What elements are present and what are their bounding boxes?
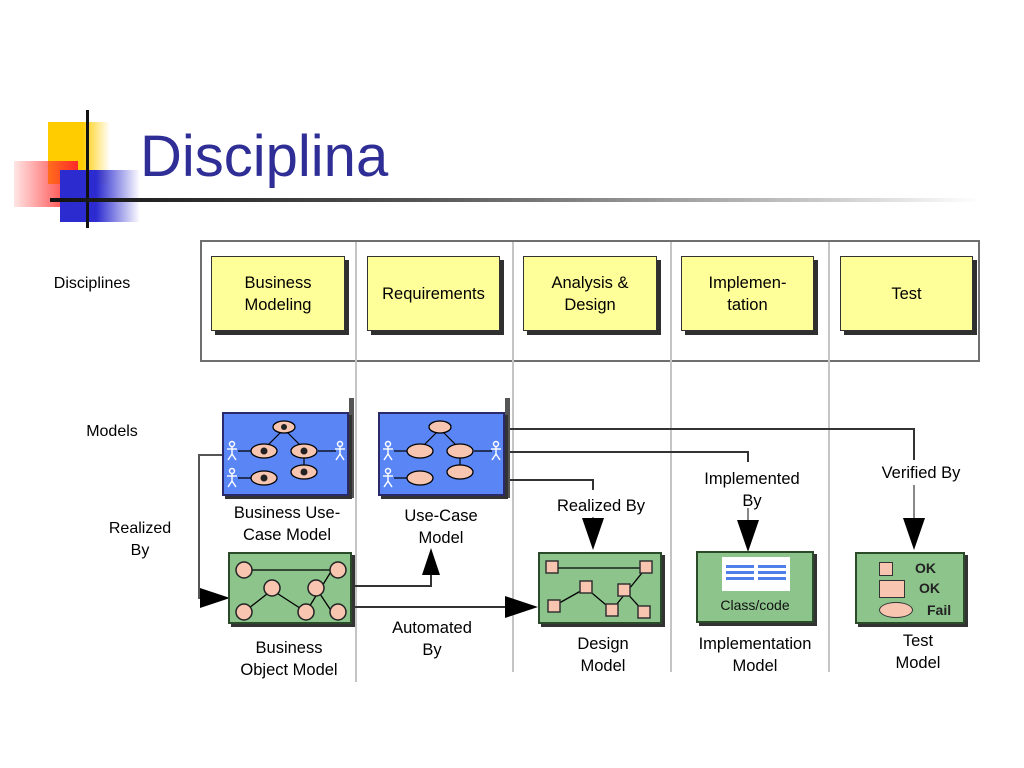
- test-model-diagram: OK OK Fail: [855, 552, 965, 624]
- business-object-model-diagram: [228, 552, 352, 624]
- design-model-caption: Design Model: [577, 635, 629, 675]
- design-model-diagram: [538, 552, 662, 624]
- connector-ucm-to-impl: [510, 451, 749, 462]
- title-decoration-vline: [86, 110, 89, 228]
- column-separator: [355, 242, 357, 682]
- row-label-disciplines: Disciplines: [53, 275, 131, 292]
- discipline-implementation: Implemen- tation: [681, 256, 814, 331]
- edge-label-implemented-by: Implemented By: [704, 470, 800, 510]
- edge-label-verified-by: Verified By: [862, 462, 980, 484]
- use-case-glyphs: [383, 420, 501, 488]
- use-case-glyphs: [227, 420, 345, 488]
- test-case-small-icon: [879, 562, 893, 576]
- discipline-analysis-design: Analysis & Design: [523, 256, 657, 331]
- column-separator: [670, 242, 672, 672]
- discipline-test: Test: [840, 256, 973, 331]
- title-decoration-blue: [60, 170, 140, 222]
- discipline-business-modeling: Business Modeling: [211, 256, 345, 331]
- code-card: [722, 557, 790, 591]
- business-object-model-caption: Business Object Model: [240, 639, 338, 679]
- use-case-model-caption: Use-Case Model: [404, 507, 478, 547]
- arrowhead: [422, 548, 440, 575]
- business-use-case-model-caption: Business Use- Case Model: [233, 504, 341, 544]
- test-result: OK: [919, 580, 940, 596]
- business-use-case-model-diagram: [222, 412, 349, 496]
- test-result: OK: [915, 560, 936, 576]
- slide-title: Disciplina: [140, 124, 389, 189]
- code-lines-icon: [726, 565, 786, 580]
- test-model-caption: Test Model: [895, 632, 941, 672]
- row-label-realized-by: Realized By: [108, 520, 172, 559]
- column-separator: [512, 242, 514, 672]
- arrowhead: [903, 518, 925, 550]
- test-case-large-icon: [879, 580, 905, 598]
- object-glyphs: [235, 561, 347, 621]
- connector-bom-to-ucm: [352, 560, 432, 587]
- arrowhead: [737, 520, 759, 552]
- row-label-models: Models: [86, 423, 138, 440]
- disciplines-frame: [200, 240, 980, 362]
- implementation-model-caption: Implementation Model: [698, 635, 812, 675]
- column-separator: [828, 242, 830, 672]
- discipline-requirements: Requirements: [367, 256, 500, 331]
- arrowhead: [505, 596, 538, 618]
- connector-ucm-to-test: [510, 428, 915, 460]
- use-case-model-diagram: [378, 412, 505, 496]
- edge-label-automated-by: Automated By: [392, 619, 472, 659]
- connector-ucm-to-design: [510, 479, 594, 490]
- test-scenario-icon: [879, 602, 913, 618]
- arrowhead: [200, 588, 230, 608]
- test-result: Fail: [927, 602, 952, 618]
- edge-label-realized-by: Realized By: [538, 495, 664, 517]
- implementation-model-diagram: Class/code: [696, 551, 814, 623]
- class-glyphs: [545, 560, 653, 619]
- title-underline: [50, 198, 980, 202]
- arrowhead: [582, 518, 604, 550]
- code-card-label: Class/code: [720, 597, 790, 613]
